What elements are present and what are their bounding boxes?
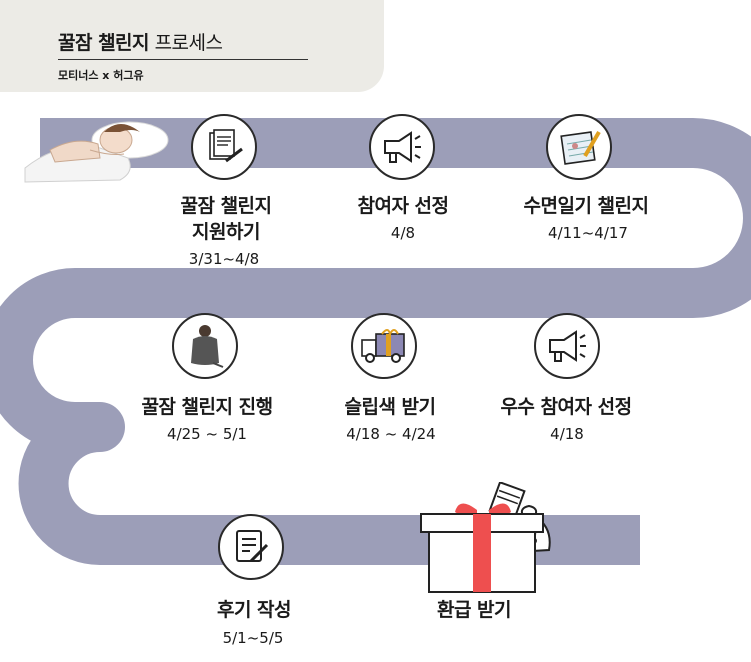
title-underline xyxy=(58,59,308,60)
icon-circle-apply xyxy=(191,114,257,180)
step-selection-label: 참여자 선정 xyxy=(357,195,449,217)
step-diary-date: 4/11~4/17 xyxy=(548,224,628,242)
icon-circle-review xyxy=(218,514,284,580)
step-refund-label: 환급 받기 xyxy=(436,599,512,621)
step-review-label: 후기 작성 xyxy=(216,599,292,621)
review-note-icon xyxy=(236,530,269,563)
title-bold: 꿀잠 챌린지 xyxy=(58,32,150,54)
step-selection-date: 4/8 xyxy=(390,224,416,242)
page-subtitle: 모티너스 x 허그유 xyxy=(58,69,144,82)
step-review-date: 5/1~5/5 xyxy=(222,629,284,647)
blanket-person-icon xyxy=(191,325,224,368)
step-apply-label-line1: 꿀잠 챌린지 xyxy=(180,195,272,217)
step-diary-label: 수면일기 챌린지 xyxy=(523,195,649,217)
step-apply-label: 꿀잠 챌린지 지원하기 xyxy=(180,193,272,245)
delivery-truck-icon xyxy=(361,329,405,363)
step-sleepsack-date: 4/18 ~ 4/24 xyxy=(346,425,436,443)
icon-circle-selection xyxy=(369,114,435,180)
icon-circle-top-selection xyxy=(534,313,600,379)
step-apply-date: 3/31~4/8 xyxy=(188,250,260,268)
icon-circle-sleepsack xyxy=(351,313,417,379)
step-top-selection-label: 우수 참여자 선정 xyxy=(500,396,632,418)
step-challenge-label: 꿀잠 챌린지 진행 xyxy=(141,396,273,418)
sleeping-person-icon xyxy=(24,121,169,183)
step-sleepsack-label: 슬립색 받기 xyxy=(344,396,436,418)
icon-circle-challenge xyxy=(172,313,238,379)
title-rest: 프로세스 xyxy=(154,32,223,54)
road-path xyxy=(0,118,751,565)
icon-circle-diary xyxy=(546,114,612,180)
gift-box-icon: $ xyxy=(420,482,551,593)
megaphone-icon xyxy=(549,330,586,362)
diary-pencil-icon xyxy=(560,130,601,165)
step-top-selection-date: 4/18 xyxy=(550,425,584,443)
header-card: 꿀잠 챌린지 프로세스 모티너스 x 허그유 xyxy=(0,0,384,92)
step-challenge-date: 4/25 ~ 5/1 xyxy=(167,425,247,443)
page-title: 꿀잠 챌린지 프로세스 xyxy=(58,28,223,55)
step-apply-label-line2: 지원하기 xyxy=(192,221,260,243)
document-pen-icon xyxy=(209,129,243,163)
megaphone-icon xyxy=(384,131,421,163)
